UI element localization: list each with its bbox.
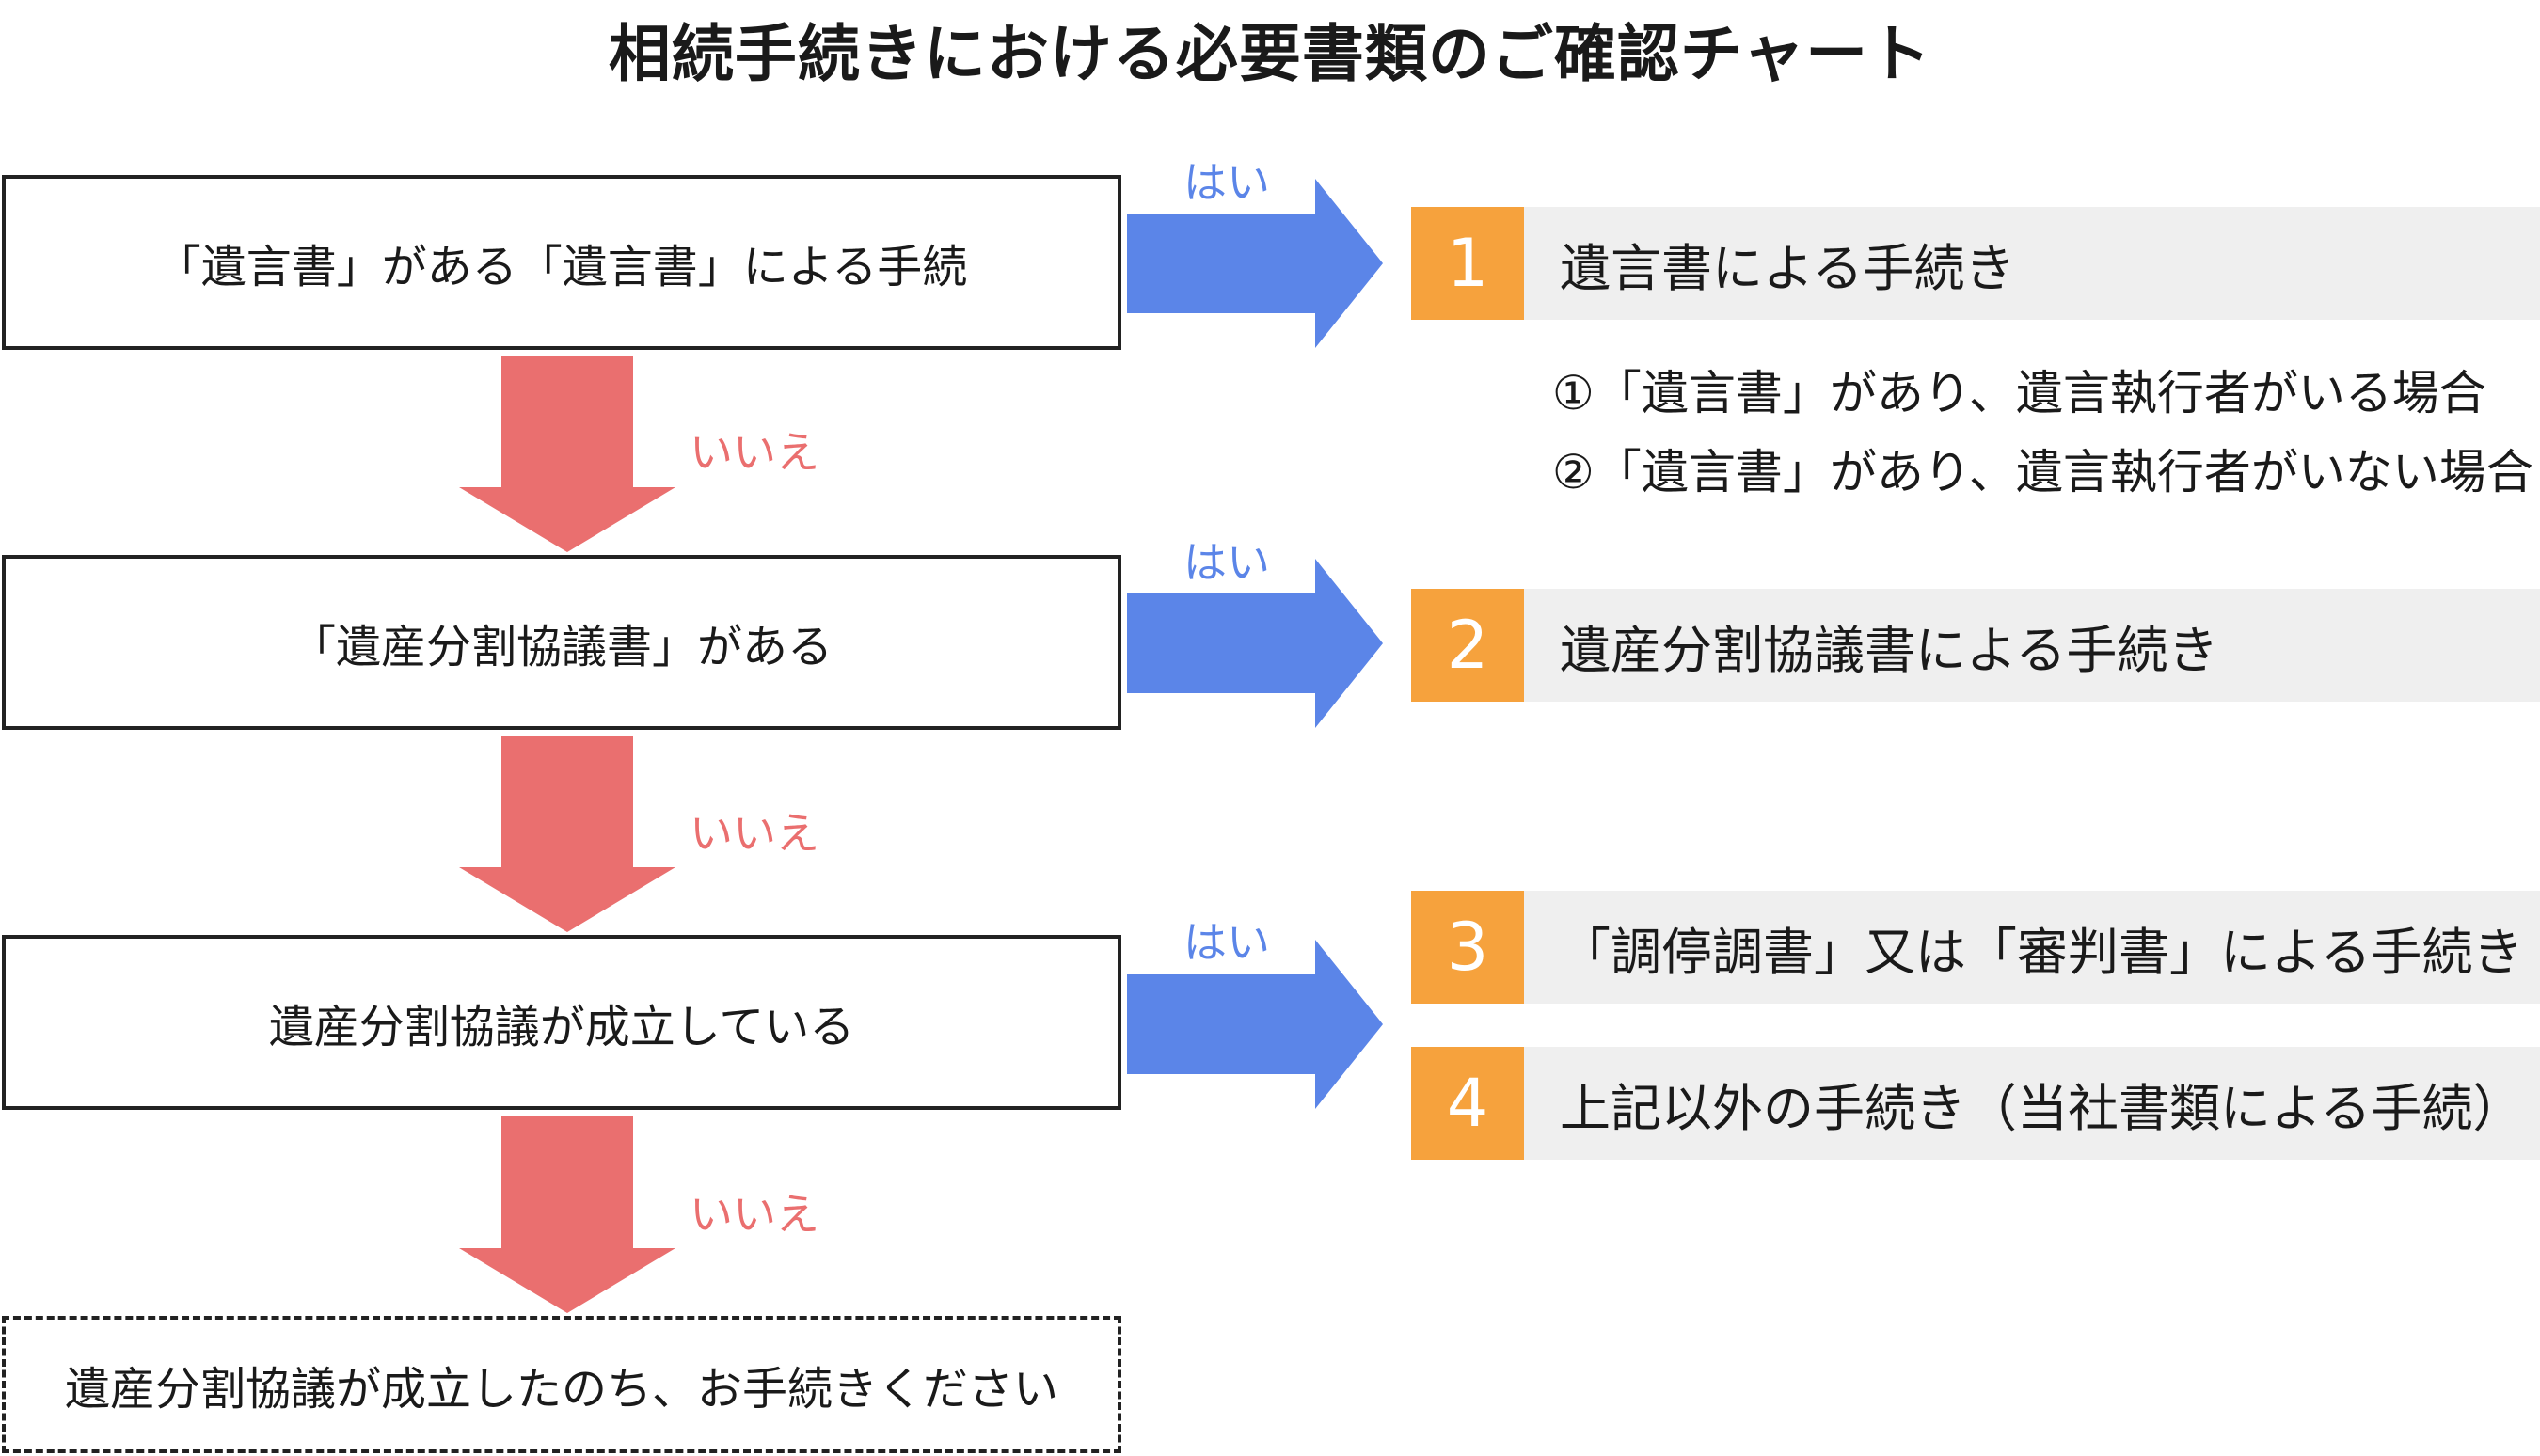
no-arrow-2 xyxy=(459,736,675,932)
result-1: 1 遺言書による手続き xyxy=(1411,207,2540,320)
yes-label: はい xyxy=(1183,917,1270,968)
result-label: 遺言書による手続き xyxy=(1560,238,2016,298)
result-number-badge: 4 xyxy=(1411,1047,1524,1160)
result-label: 遺産分割協議書による手続き xyxy=(1560,620,2219,680)
yes-label: はい xyxy=(1183,157,1270,208)
no-label: いいえ xyxy=(690,808,819,859)
no-arrow-1 xyxy=(459,356,675,552)
result-number-badge: 2 xyxy=(1411,589,1524,702)
result-3: 3 「調停調書」又は「審判書」による手続き xyxy=(1411,891,2540,1004)
result-label: 「調停調書」又は「審判書」による手続き xyxy=(1560,922,2524,982)
question-text: 「遺産分割協議書」がある xyxy=(290,621,833,673)
question-box-division-established: 遺産分割協議が成立している xyxy=(2,935,1121,1110)
result-1-note-1: ①「遺言書」があり、遺言執行者がいる場合 xyxy=(1552,366,2486,420)
result-2: 2 遺産分割協議書による手続き xyxy=(1411,589,2540,702)
result-number-badge: 3 xyxy=(1411,891,1524,1004)
question-box-division-agreement: 「遺産分割協議書」がある xyxy=(2,555,1121,730)
result-1-note-2: ②「遺言書」があり、遺言執行者がいない場合 xyxy=(1552,445,2533,499)
result-number-badge: 1 xyxy=(1411,207,1524,320)
yes-arrow-3 xyxy=(1127,940,1383,1109)
final-instruction-box: 遺産分割協議が成立したのち、お手続きください xyxy=(2,1316,1121,1453)
question-text: 「遺言書」がある「遺言書」による手続 xyxy=(155,241,968,293)
no-label: いいえ xyxy=(690,1189,819,1240)
yes-arrow-2 xyxy=(1127,559,1383,728)
result-4: 4 上記以外の手続き（当社書類による手続） xyxy=(1411,1047,2540,1160)
yes-label: はい xyxy=(1183,537,1270,588)
chart-title: 相続手続きにおける必要書類のご確認チャート xyxy=(608,18,1932,90)
result-label: 上記以外の手続き（当社書類による手続） xyxy=(1560,1078,2524,1138)
question-text: 遺産分割協議が成立したのち、お手続きください xyxy=(64,1363,1058,1416)
question-box-will: 「遺言書」がある「遺言書」による手続 xyxy=(2,175,1121,350)
question-text: 遺産分割協議が成立している xyxy=(268,1001,855,1053)
no-label: いいえ xyxy=(690,427,819,478)
no-arrow-3 xyxy=(459,1116,675,1313)
yes-arrow-1 xyxy=(1127,179,1383,348)
